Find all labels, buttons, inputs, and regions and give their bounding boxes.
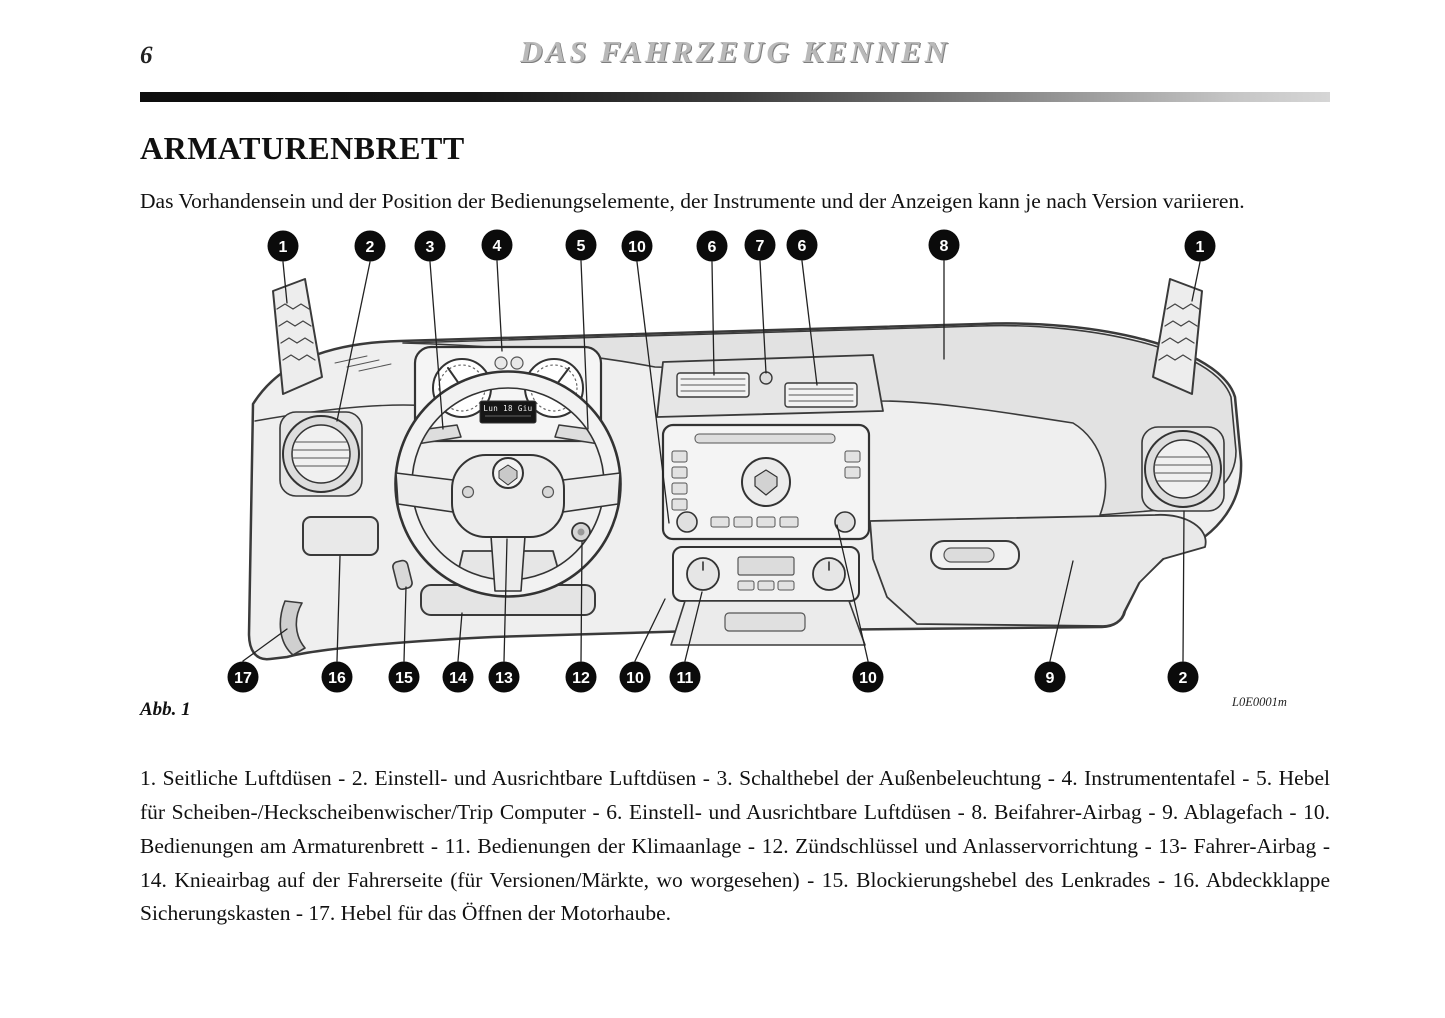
- gradient-rule: [140, 92, 1330, 102]
- section-title: ARMATURENBRETT: [140, 130, 465, 166]
- page-header: 6 DAS FAHRZEUG KENNEN: [140, 34, 1330, 80]
- svg-text:2: 2: [366, 239, 375, 256]
- callout-bottom-10-left: 10: [619, 661, 651, 693]
- svg-text:1: 1: [279, 239, 288, 256]
- callout-top-6-left: 6: [696, 230, 728, 262]
- defroster-hatch: [334, 355, 392, 372]
- callout-top-7: 7: [744, 229, 776, 261]
- callout-top-5: 5: [565, 229, 597, 261]
- svg-text:3: 3: [426, 239, 435, 256]
- intro-paragraph: Das Vorhandensein und der Position der B…: [140, 189, 1245, 213]
- center-vent-right: [784, 382, 858, 408]
- left-a-pillar-vent: [272, 278, 323, 396]
- svg-text:10: 10: [626, 670, 644, 687]
- callout-top-10: 10: [621, 230, 653, 262]
- svg-text:13: 13: [495, 670, 513, 687]
- svg-text:12: 12: [572, 670, 590, 687]
- svg-text:8: 8: [940, 238, 949, 255]
- callout-bottom-9: 9: [1034, 661, 1066, 693]
- radio-unit: [661, 424, 871, 541]
- center-console: [670, 600, 866, 647]
- callout-bottom-2: 2: [1167, 661, 1199, 693]
- ignition-switch: [571, 522, 591, 543]
- right-round-vent: [1141, 426, 1225, 513]
- center-stack: [656, 354, 884, 647]
- fuse-box-cover: [302, 516, 379, 557]
- callout-top-6-right: 6: [786, 229, 818, 261]
- callout-top-4: 4: [481, 229, 513, 261]
- svg-text:11: 11: [677, 670, 694, 687]
- svg-text:6: 6: [798, 238, 807, 255]
- chapter-title: DAS FAHRZEUG KENNEN: [520, 34, 950, 69]
- callout-bottom-13: 13: [488, 661, 520, 693]
- svg-text:15: 15: [395, 670, 413, 687]
- driver-airbag: [451, 454, 565, 539]
- callout-top-1-left: 1: [267, 230, 299, 262]
- svg-text:5: 5: [577, 238, 586, 255]
- svg-text:17: 17: [234, 670, 252, 687]
- legend-paragraph: 1. Seitliche Luftdüsen - 2. Einstell- un…: [140, 766, 1330, 926]
- svg-text:16: 16: [328, 670, 346, 687]
- svg-text:7: 7: [756, 238, 765, 255]
- svg-text:9: 9: [1046, 670, 1055, 687]
- callout-bottom-14: 14: [442, 661, 474, 693]
- callout-bottom-17: 17: [227, 661, 259, 693]
- page-number: 6: [140, 42, 153, 69]
- callout-top-3: 3: [414, 230, 446, 262]
- right-a-pillar-vent: [1152, 278, 1203, 396]
- callout-bottom-11: 11: [669, 661, 701, 693]
- svg-text:10: 10: [628, 239, 646, 256]
- instrument-cluster: Lun 18 Giu: [413, 346, 603, 443]
- svg-text:14: 14: [449, 670, 467, 687]
- svg-text:2: 2: [1179, 670, 1188, 687]
- svg-text:1: 1: [1196, 239, 1205, 256]
- steering-wheel: [394, 370, 622, 599]
- callout-bottom-16: 16: [321, 661, 353, 693]
- callout-top-2: 2: [354, 230, 386, 262]
- callout-bottom-10-right: 10: [852, 661, 884, 693]
- svg-text:10: 10: [859, 670, 877, 687]
- callout-top-8: 8: [928, 229, 960, 261]
- svg-text:6: 6: [708, 239, 717, 256]
- dashboard-figure: Lun 18 Giu: [140, 229, 1330, 734]
- figure-code: L0E0001m: [1232, 695, 1287, 710]
- glovebox-panel: [869, 514, 1207, 628]
- svg-text:Lun 18 Giu: Lun 18 Giu: [483, 404, 532, 413]
- leader-lines: [242, 260, 1201, 662]
- center-vent-left: [676, 372, 750, 398]
- climate-control-panel: [672, 546, 860, 603]
- passenger-airbag-area: [402, 325, 1237, 517]
- callout-bottom-12: 12: [565, 661, 597, 693]
- dashboard-illustration: Lun 18 Giu: [227, 229, 1243, 693]
- hood-release-lever: [279, 600, 306, 657]
- figure-label: Abb. 1: [140, 699, 191, 721]
- callout-top-1-right: 1: [1184, 230, 1216, 262]
- trip-computer-display: Lun 18 Giu: [479, 400, 537, 424]
- svg-text:4: 4: [493, 238, 502, 255]
- left-round-vent: [279, 411, 363, 498]
- callout-bottom-15: 15: [388, 661, 420, 693]
- center-sensor: [759, 371, 773, 385]
